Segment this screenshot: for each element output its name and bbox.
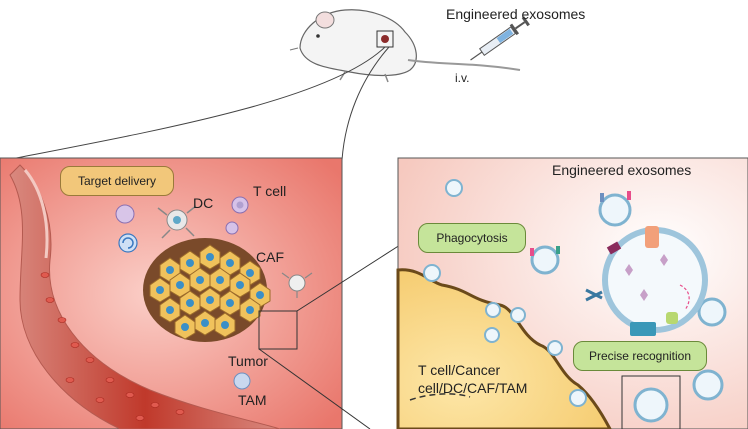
target-cells-label-line1: T cell/Cancer xyxy=(418,362,501,378)
target-delivery-badge: Target delivery xyxy=(60,166,174,196)
precise-recognition-badge: Precise recognition xyxy=(573,341,707,371)
tumor-label: Tumor xyxy=(228,353,268,369)
caf-label: CAF xyxy=(256,249,284,265)
target-cells-label-line2: cell/DC/CAF/TAM xyxy=(418,380,528,396)
tumor-cluster xyxy=(143,238,271,342)
zoom-connector-bottom xyxy=(258,348,371,429)
exosome-medium-1 xyxy=(530,245,560,275)
exosome-medium-3 xyxy=(697,297,727,327)
exosome-cell-icon-2 xyxy=(118,233,138,253)
exosome-internalized-3 xyxy=(510,307,526,323)
exosome-large xyxy=(585,226,708,336)
exosome-zoom-box xyxy=(621,375,681,429)
exosome-internalized-2 xyxy=(484,327,500,343)
exosome-internalized-1 xyxy=(485,302,501,318)
exosome-medium-4 xyxy=(692,369,724,401)
exosome-small-1 xyxy=(445,179,463,197)
right-panel-title: Engineered exosomes xyxy=(552,162,692,178)
exosome-docked-2 xyxy=(569,389,587,407)
zoom-connector-top xyxy=(296,244,401,312)
exosome-small-2 xyxy=(423,264,441,282)
t-cell-label: T cell xyxy=(253,183,287,199)
dc-cell-icon xyxy=(157,205,197,239)
exosome-docked xyxy=(547,340,563,356)
tam-cell-icon xyxy=(233,372,251,390)
dc-label: DC xyxy=(193,195,214,211)
tam-label: TAM xyxy=(238,392,267,408)
t-cell-icon-2 xyxy=(225,221,239,235)
mouse-illustration xyxy=(289,9,521,83)
connector-line-left xyxy=(5,46,386,161)
phagocytosis-badge: Phagocytosis xyxy=(418,223,526,253)
tumor-spot-icon xyxy=(381,35,389,43)
exosome-medium-2 xyxy=(598,191,632,227)
blood-vessel xyxy=(9,164,281,429)
red-blood-cells xyxy=(40,272,185,421)
syringe-icon xyxy=(470,16,530,61)
target-cell xyxy=(396,268,612,429)
caf-cell-icon xyxy=(281,272,313,298)
route-label: i.v. xyxy=(455,71,470,85)
top-title: Engineered exosomes xyxy=(446,6,586,22)
connector-line-right xyxy=(341,46,390,161)
exosome-cell-icon-1 xyxy=(115,204,135,224)
tumor-zoom-box xyxy=(258,310,298,350)
t-cell-icon xyxy=(231,196,249,214)
exosome-zoom-content xyxy=(633,387,669,423)
